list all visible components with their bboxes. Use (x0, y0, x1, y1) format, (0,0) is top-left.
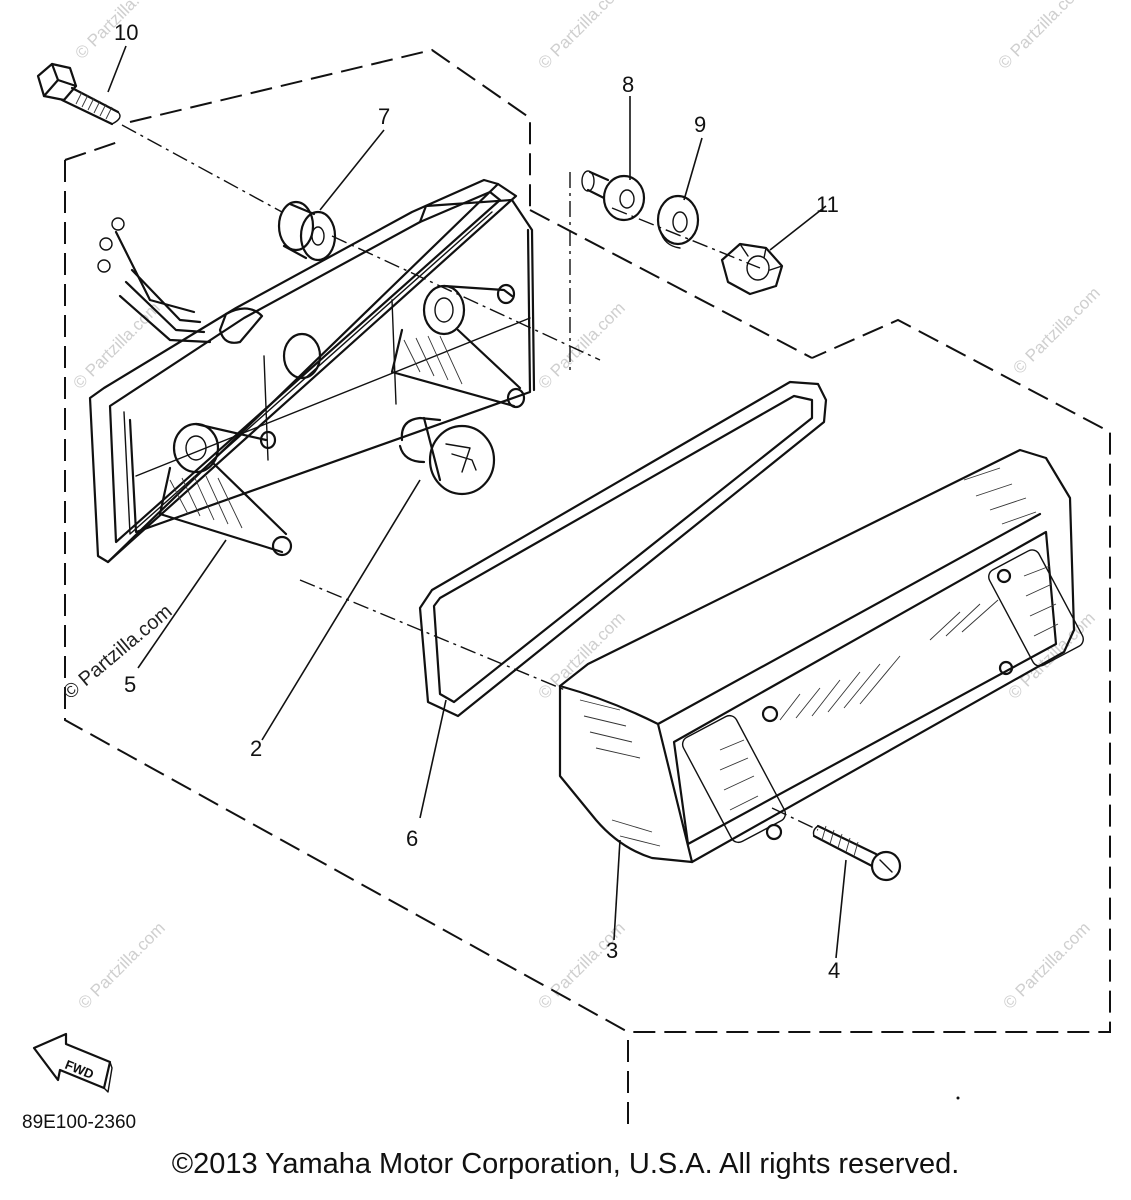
watermark: © Partzilla.com (534, 298, 628, 392)
callout-11: 11 (816, 192, 839, 217)
assembly-boundary (64, 48, 1111, 1130)
watermark: © Partzilla.com (994, 0, 1088, 73)
watermark: © Partzilla.com (74, 918, 168, 1012)
watermark: © Partzilla.com (1009, 283, 1103, 377)
bulb-part-2 (398, 416, 496, 496)
leader-lines (107, 45, 847, 959)
watermark: © Partzilla.com (999, 918, 1093, 1012)
screw-part-4 (812, 824, 902, 882)
nut-part-11 (720, 242, 784, 296)
watermark: © Partzilla.com (534, 608, 628, 702)
bolt-part-10 (36, 62, 121, 126)
callout-10: 10 (114, 20, 138, 45)
forward-arrow-icon: FWD (32, 1032, 113, 1093)
callout-8: 8 (622, 72, 634, 97)
callout-3: 3 (606, 938, 618, 963)
washer-part-9 (656, 194, 700, 249)
watermark-dark: © Partzilla.com (59, 600, 176, 703)
diagram-code: 89E100-2360 (22, 1112, 136, 1133)
collar-part-8 (581, 170, 646, 222)
gasket-part-6 (418, 380, 828, 718)
callout-labels: 10 7 8 9 11 5 2 6 3 4 (114, 20, 840, 983)
lens-part-3 (558, 448, 1084, 864)
callout-6: 6 (406, 826, 418, 851)
watermark: © Partzilla.com (534, 0, 628, 73)
housing-part-5 (88, 178, 536, 564)
callout-7: 7 (378, 104, 390, 129)
copyright-notice: ©2013 Yamaha Motor Corporation, U.S.A. A… (171, 1148, 960, 1180)
callout-9: 9 (694, 112, 706, 137)
callout-2: 2 (250, 736, 262, 761)
watermark: © Partzilla.com (1004, 608, 1098, 702)
grommet-part-7 (277, 200, 337, 262)
watermark-layer: © Partzilla.com © Partzilla.com © Partzi… (69, 0, 1103, 1013)
callout-4: 4 (828, 958, 840, 983)
callout-5: 5 (124, 672, 136, 697)
stray-dot (956, 1096, 960, 1100)
